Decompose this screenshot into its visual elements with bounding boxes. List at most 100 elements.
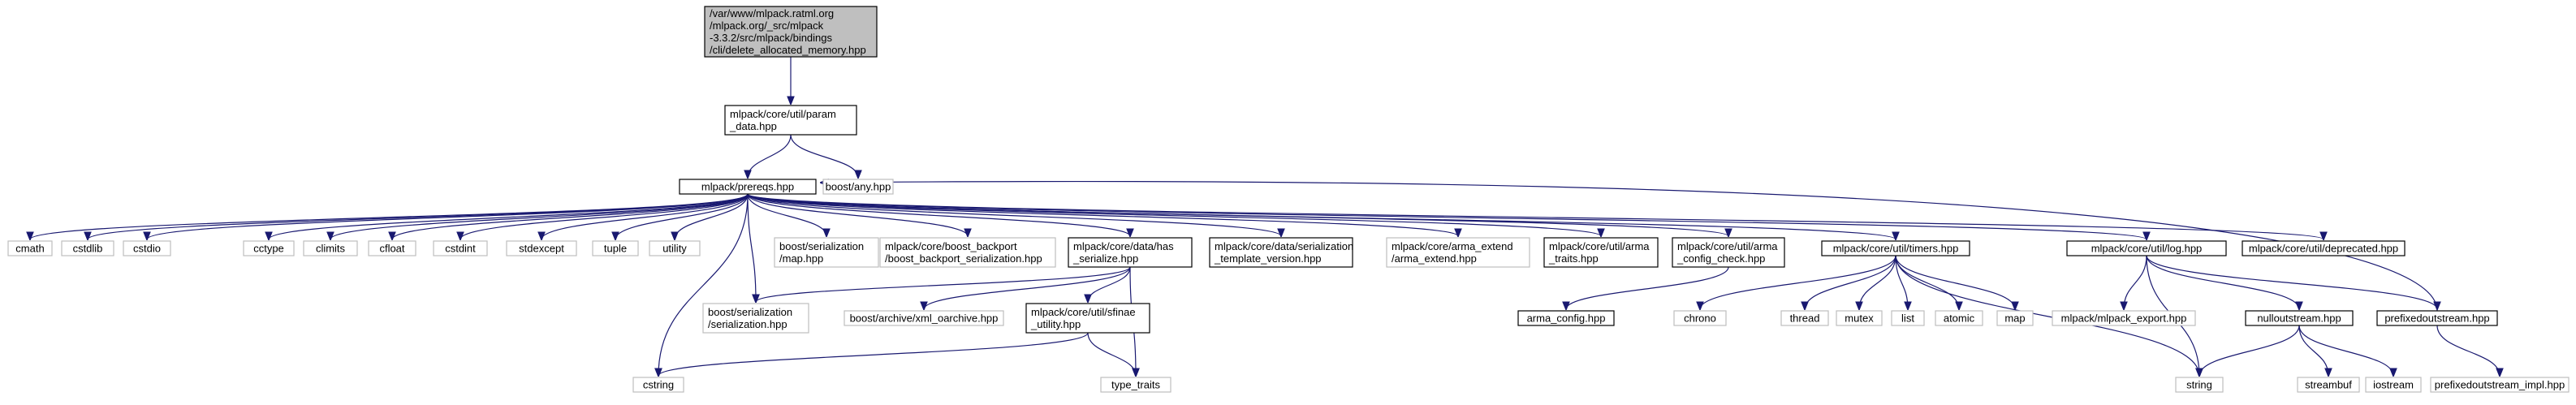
node-list: list bbox=[1891, 310, 1925, 326]
node-sfinae[interactable]: mlpack/core/util/sfinae_utility.hpp bbox=[1025, 303, 1150, 334]
node-label-line: cmath bbox=[15, 243, 44, 255]
node-box bbox=[433, 240, 488, 256]
node-label-line: /arma_extend.hpp bbox=[1392, 252, 1477, 265]
node-box bbox=[2430, 377, 2570, 393]
node-label-line: mlpack/core/util/timers.hpp bbox=[1833, 243, 1959, 255]
node-label-line: cctype bbox=[253, 243, 284, 255]
node-timers[interactable]: mlpack/core/util/timers.hpp bbox=[1821, 240, 1970, 256]
edge-prereqs-to-arma_extend bbox=[747, 193, 1458, 236]
edge-param_data-to-prereqs bbox=[748, 134, 792, 178]
node-utility: utility bbox=[649, 240, 701, 256]
node-label-line: cstdio bbox=[133, 243, 161, 255]
node-box bbox=[704, 6, 878, 58]
node-label-line: boost/archive/xml_oarchive.hpp bbox=[850, 312, 999, 325]
edge-sfinae-to-cstring bbox=[658, 332, 1089, 376]
node-cctype: cctype bbox=[243, 240, 295, 256]
node-box bbox=[822, 179, 894, 195]
node-cstring: cstring bbox=[632, 377, 684, 393]
node-nulloutstream[interactable]: nulloutstream.hpp bbox=[2245, 310, 2354, 326]
node-box bbox=[1672, 237, 1785, 268]
node-box bbox=[2245, 310, 2354, 326]
node-label-line: cfloat bbox=[379, 243, 404, 255]
node-box bbox=[243, 240, 295, 256]
edge-prereqs-to-utility bbox=[675, 193, 749, 239]
node-cmath: cmath bbox=[7, 240, 53, 256]
node-label-line: _config_check.hpp bbox=[1676, 252, 1765, 265]
node-box bbox=[1068, 237, 1193, 268]
node-box bbox=[702, 303, 809, 334]
edge-prereqs-to-climits bbox=[330, 193, 749, 239]
node-arma-traits[interactable]: mlpack/core/util/arma_traits.hpp bbox=[1543, 237, 1659, 268]
node-has-serialize[interactable]: mlpack/core/data/has_serialize.hpp bbox=[1068, 237, 1193, 268]
node-boost-ser-map: boost/serialization/map.hpp bbox=[774, 237, 879, 268]
node-box bbox=[506, 240, 577, 256]
node-box bbox=[592, 240, 639, 256]
node-label-line: -3.3.2/src/mlpack/bindings bbox=[710, 32, 833, 44]
node-cstdio: cstdio bbox=[123, 240, 171, 256]
node-cfloat: cfloat bbox=[368, 240, 416, 256]
node-label-line: prefixedoutstream_impl.hpp bbox=[2435, 379, 2565, 391]
node-prefixedoutstream[interactable]: prefixedoutstream.hpp bbox=[2376, 310, 2498, 326]
node-boost-serialization: boost/serialization/serialization.hpp bbox=[702, 303, 809, 334]
node-label-line: map bbox=[2004, 312, 2025, 325]
node-label-line: cstdlib bbox=[73, 243, 103, 255]
node-stdexcept: stdexcept bbox=[506, 240, 577, 256]
node-box bbox=[1821, 240, 1970, 256]
node-cstdlib: cstdlib bbox=[61, 240, 114, 256]
node-type-traits: type_traits bbox=[1100, 377, 1171, 393]
node-box bbox=[1100, 377, 1171, 393]
node-label-line: _serialize.hpp bbox=[1072, 252, 1138, 265]
edge-timers-to-thread bbox=[1805, 255, 1896, 309]
node-label-line: arma_config.hpp bbox=[1527, 312, 1606, 325]
edge-nulloutstream-to-iostream bbox=[2298, 325, 2393, 376]
node-label-line: boost/any.hpp bbox=[826, 181, 891, 193]
node-label-line: _traits.hpp bbox=[1548, 252, 1599, 265]
edge-nulloutstream-to-streambuf bbox=[2298, 325, 2328, 376]
node-thread: thread bbox=[1780, 310, 1829, 326]
node-log[interactable]: mlpack/core/util/log.hpp bbox=[2066, 240, 2227, 256]
node-box bbox=[879, 237, 1056, 268]
node-arma-config[interactable]: arma_config.hpp bbox=[1517, 310, 1615, 326]
edge-prereqs-to-cstdint bbox=[460, 193, 749, 239]
node-mlpack-export: mlpack/mlpack_export.hpp bbox=[2052, 310, 2196, 326]
edge-prefixedoutstream-to-prefixed_impl bbox=[2436, 325, 2500, 376]
node-label-line: nulloutstream.hpp bbox=[2257, 312, 2341, 325]
edge-nulloutstream-to-string bbox=[2199, 325, 2300, 376]
node-arma-config-check[interactable]: mlpack/core/util/arma_config_check.hpp bbox=[1672, 237, 1785, 268]
node-label-line: list bbox=[1901, 312, 1914, 325]
node-cstdint: cstdint bbox=[433, 240, 488, 256]
node-label-line: boost/serialization bbox=[779, 240, 864, 252]
node-root[interactable]: /var/www/mlpack.ratml.org/mlpack.org/_sr… bbox=[704, 6, 878, 58]
edge-prereqs-to-deprecated bbox=[747, 193, 2324, 239]
node-box bbox=[679, 179, 817, 195]
node-deprecated[interactable]: mlpack/core/util/deprecated.hpp bbox=[2242, 240, 2406, 256]
node-ser-template[interactable]: mlpack/core/data/serialization_template_… bbox=[1209, 237, 1353, 268]
node-boost-any: boost/any.hpp bbox=[822, 179, 894, 195]
node-label-line: _utility.hpp bbox=[1030, 318, 1081, 330]
node-box bbox=[1386, 237, 1530, 268]
edge-prereqs-to-boost_serialization bbox=[747, 193, 756, 302]
node-label-line: mlpack/core/util/log.hpp bbox=[2091, 243, 2203, 255]
node-label-line: string bbox=[2186, 379, 2212, 391]
node-box bbox=[1209, 237, 1353, 268]
edge-prereqs-to-cfloat bbox=[392, 193, 749, 239]
node-box bbox=[1891, 310, 1925, 326]
edge-timers-to-atomic bbox=[1895, 255, 1959, 309]
node-label-line: boost/serialization bbox=[708, 306, 792, 318]
edge-prereqs-to-boost_backport bbox=[747, 193, 968, 236]
edge-timers-to-map bbox=[1895, 255, 2015, 309]
node-label-line: mlpack/core/boost_backport bbox=[885, 240, 1017, 252]
node-box bbox=[2175, 377, 2224, 393]
node-label-line: utility bbox=[662, 243, 687, 255]
node-prereqs[interactable]: mlpack/prereqs.hpp bbox=[679, 179, 817, 195]
node-param-data[interactable]: mlpack/core/util/param_data.hpp bbox=[724, 105, 857, 136]
node-label-line: mlpack/core/util/deprecated.hpp bbox=[2249, 243, 2398, 255]
edge-prereqs-to-arma_traits bbox=[747, 193, 1601, 236]
node-label-line: mlpack/core/util/sfinae bbox=[1031, 306, 1136, 318]
node-label-line: prefixedoutstream.hpp bbox=[2384, 312, 2489, 325]
header-nodes: /var/www/mlpack.ratml.org/mlpack.org/_sr… bbox=[7, 6, 2570, 393]
node-atomic: atomic bbox=[1935, 310, 1983, 326]
edge-has_serialize-to-sfinae bbox=[1088, 266, 1131, 302]
edge-log-to-nulloutstream bbox=[2146, 255, 2299, 309]
